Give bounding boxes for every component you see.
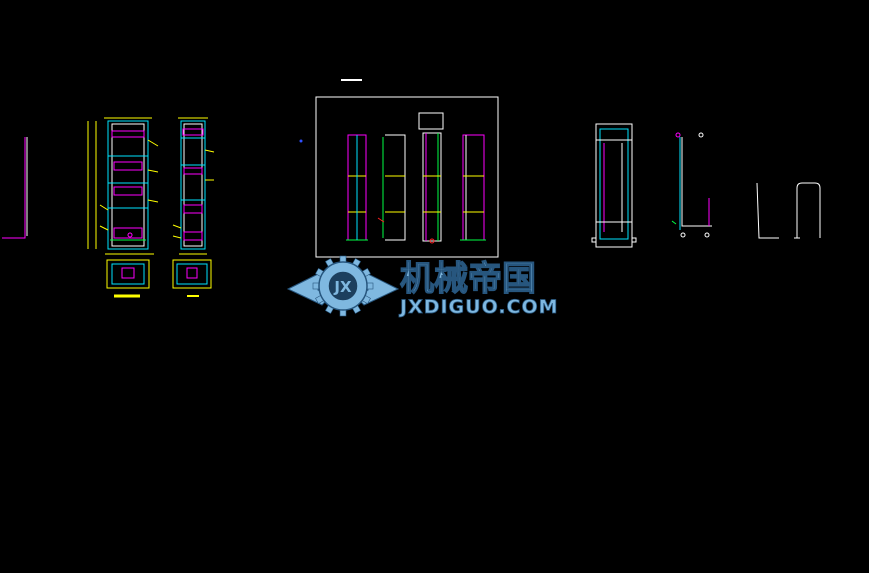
- gear-hub-icon: [327, 270, 359, 302]
- watermark-emblem: JX: [286, 255, 400, 317]
- elevator-plan-views: [106, 259, 212, 298]
- l-section-profile: [671, 132, 712, 238]
- section-column-1: [346, 134, 368, 241]
- left-edge-fragment: [2, 137, 28, 239]
- emblem-letters: JX: [333, 278, 352, 296]
- section-column-4: [460, 134, 486, 241]
- elevator-front-elevation: [87, 117, 159, 255]
- watermark-title: 机械帝国: [400, 259, 536, 299]
- section-column-2: [377, 134, 406, 241]
- cabinet-elevation: [591, 123, 637, 248]
- angle-profiles: [756, 182, 821, 239]
- center-sheet-frame: [299, 79, 499, 258]
- section-column-3: [422, 132, 442, 244]
- gear-tooth-icon: [339, 255, 347, 263]
- gear-tooth-icon: [339, 309, 347, 317]
- elevator-side-elevation: [172, 117, 215, 255]
- gear-tooth-icon: [312, 282, 320, 290]
- gear-tooth-icon: [366, 282, 374, 290]
- watermark-domain: JXDIGUO.COM: [398, 296, 559, 318]
